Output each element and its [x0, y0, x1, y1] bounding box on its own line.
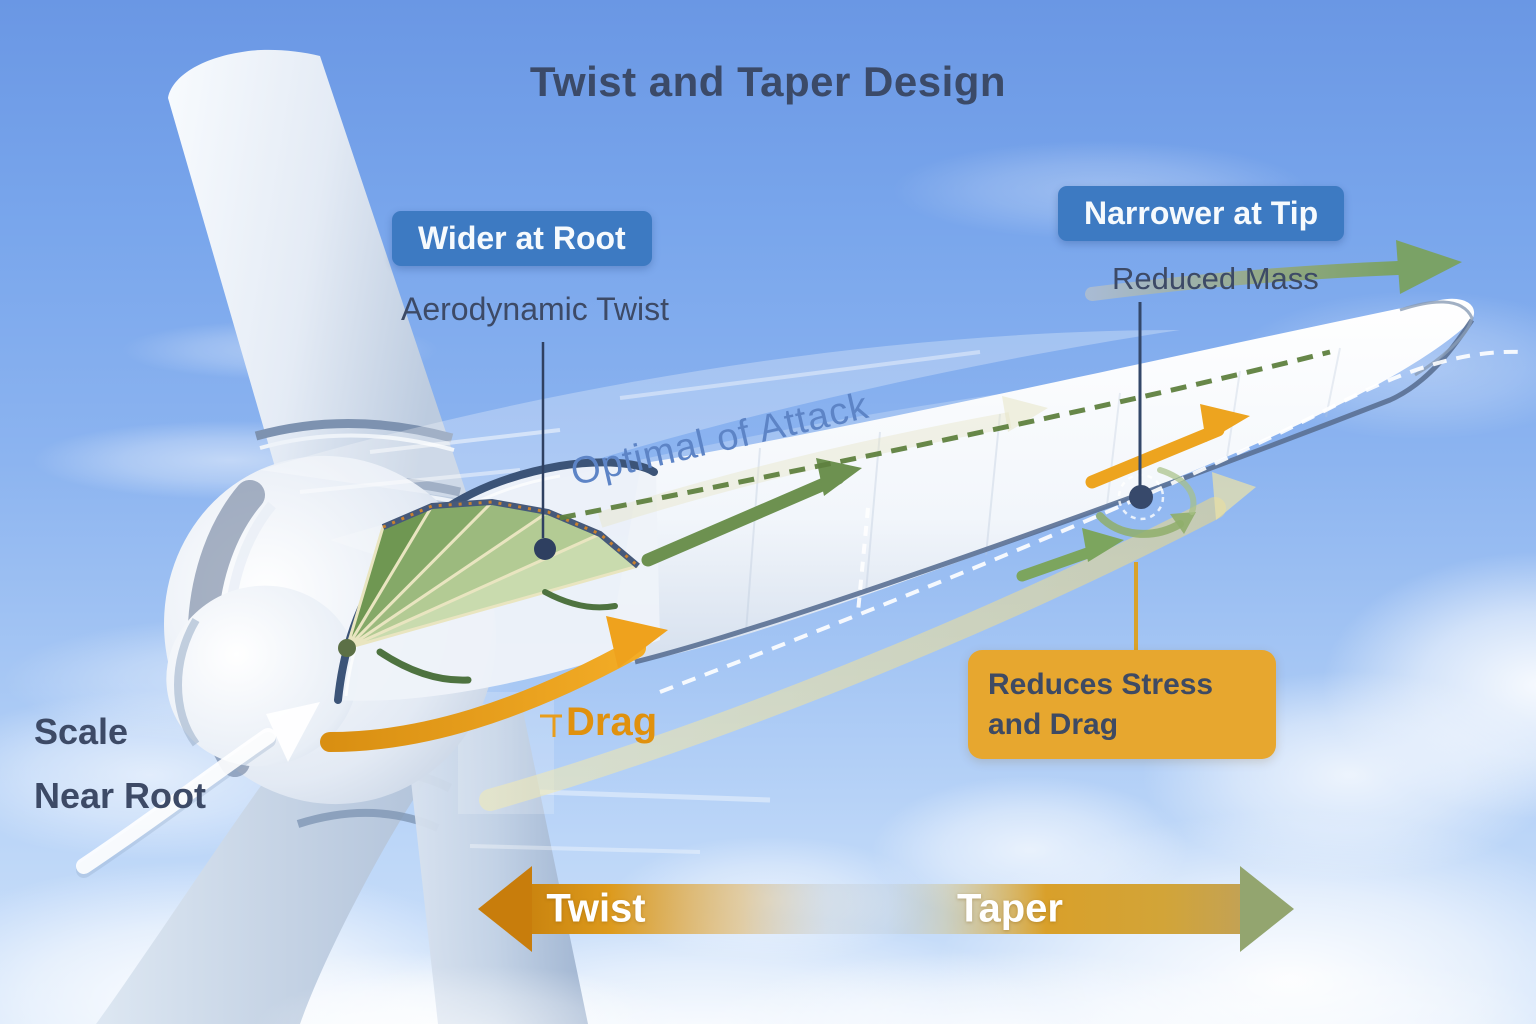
aerodynamic-twist-label: Aerodynamic Twist [401, 291, 669, 327]
reduces-stress-box: Reduces Stress and Drag [968, 650, 1276, 760]
leader-dot-root [534, 538, 556, 560]
drag-arrow-icon [320, 616, 668, 752]
lift-arrow-icon [641, 458, 862, 567]
twist-arrowhead-icon [478, 866, 532, 952]
taper-axis-label: Taper [957, 886, 1063, 931]
tip-green-arrow-icon [1016, 528, 1124, 582]
scale-near-root-label: Scale Near Root [34, 700, 206, 828]
narrower-at-tip-badge: Narrower at Tip [1058, 186, 1345, 241]
blade-panel-line [985, 413, 1001, 556]
swoosh-arrow-icon [76, 702, 320, 878]
wider-at-root-badge: Wider at Root [392, 211, 652, 266]
blade-panel-line [1325, 347, 1341, 418]
reduced-mass-arrow-icon [1085, 240, 1462, 301]
leader-dot-tip [1129, 485, 1153, 509]
green-dashed-line [559, 349, 1331, 521]
scale-line: Scale [34, 711, 129, 752]
lift-band-icons [479, 396, 1256, 811]
drag-bracket-icon [540, 714, 562, 737]
drag-label: Drag [566, 700, 658, 744]
nose-cone [166, 585, 358, 767]
fan-vertex-dot [338, 639, 356, 657]
reduced-mass-label: Reduced Mass [1112, 261, 1319, 296]
chord-hook [376, 648, 472, 684]
twist-taper-axis-arrow [478, 866, 1294, 952]
leader-lines [534, 302, 1153, 650]
blade-panel-line [1105, 392, 1121, 515]
chord-hook [542, 589, 618, 611]
tip-arrow-icon [1085, 404, 1250, 489]
white-dashed-line [659, 349, 1521, 694]
twist-axis-label: Twist [546, 886, 646, 931]
taper-arrowhead-icon [1240, 866, 1294, 952]
blade-panel-line [865, 431, 881, 593]
blade-tip-outline [1399, 300, 1474, 377]
blade-panel-line [745, 447, 761, 633]
near-root-line: Near Root [34, 775, 207, 816]
page-title: Twist and Taper Design [529, 58, 1007, 105]
